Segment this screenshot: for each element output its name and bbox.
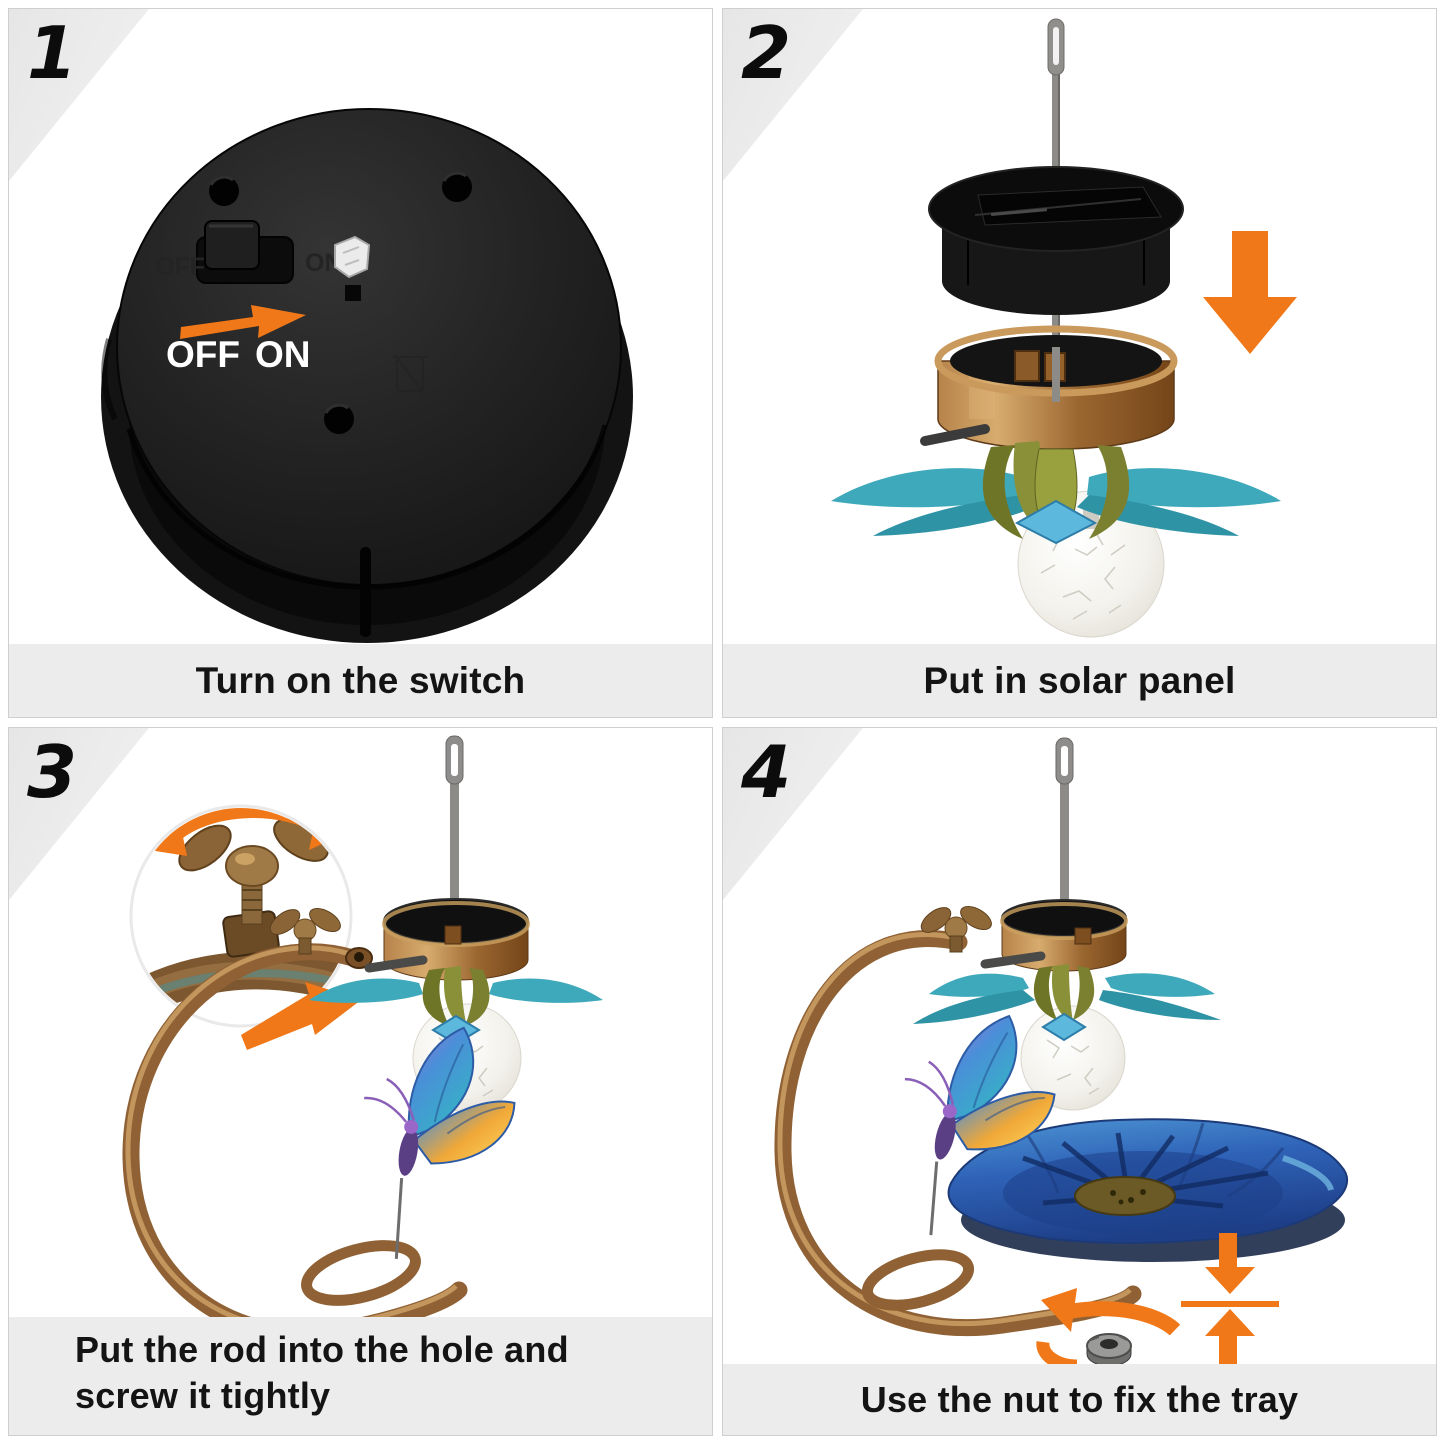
step-caption: Put the rod into the hole and screw it t… (9, 1317, 712, 1435)
molded-off-label: OFF (155, 253, 205, 281)
c-shaped-stand (774, 929, 1142, 1337)
compress-arrows-icon (1181, 1233, 1279, 1364)
lamp-ring (934, 325, 1178, 450)
switch-device-illustration: OFF ON (101, 108, 633, 643)
flower-tray (947, 1118, 1349, 1262)
hanging-solar-light (913, 737, 1221, 1111)
flower-petals (831, 441, 1281, 545)
molded-trash-symbol (393, 354, 427, 396)
step-1-panel: OFF ON OFF ON 1 Turn on the switch (8, 8, 713, 718)
power-cable (920, 424, 990, 446)
step-4-panel: 4 Use the nut to fix the tray (722, 727, 1437, 1436)
step-number: 3 (27, 730, 78, 814)
off-label: OFF (166, 334, 240, 375)
rod-assembly-illustration (122, 735, 603, 1319)
wing-nut (269, 907, 341, 955)
step-number: 1 (27, 11, 78, 95)
step-number: 2 (741, 11, 792, 95)
step-number: 4 (741, 730, 792, 814)
petal-center (1014, 499, 1098, 545)
solar-panel-insert-illustration (831, 18, 1297, 638)
butterfly (904, 1014, 1056, 1236)
tray-rod (364, 955, 428, 973)
screw-holes (209, 171, 472, 434)
step-caption: Use the nut to fix the tray (723, 1364, 1436, 1435)
arrow-down-icon (1203, 231, 1297, 354)
caption-line-1: Put the rod into the hole and (75, 1329, 569, 1370)
led-lamp (334, 235, 371, 301)
hanging-solar-light (309, 735, 603, 1113)
solar-panel (928, 166, 1184, 315)
device-base (101, 108, 633, 643)
step-2-panel: 2 Put in solar panel (722, 8, 1437, 718)
arrow-right-icon (180, 305, 306, 339)
wing-nut (920, 905, 992, 953)
power-switch: OFF ON (155, 220, 343, 284)
step-3-panel: 3 Put the rod into the hole and screw it… (8, 727, 713, 1436)
caption-line-2: screw it tightly (75, 1375, 331, 1416)
hex-nut (1086, 1333, 1132, 1366)
step-caption: Turn on the switch (9, 644, 712, 717)
rotate-arrow-icon (1036, 1288, 1181, 1366)
tray-fixing-illustration (774, 737, 1349, 1366)
on-label: ON (255, 334, 311, 375)
butterfly (364, 1026, 516, 1260)
step-caption: Put in solar panel (723, 644, 1436, 717)
tray-rod (980, 951, 1046, 969)
